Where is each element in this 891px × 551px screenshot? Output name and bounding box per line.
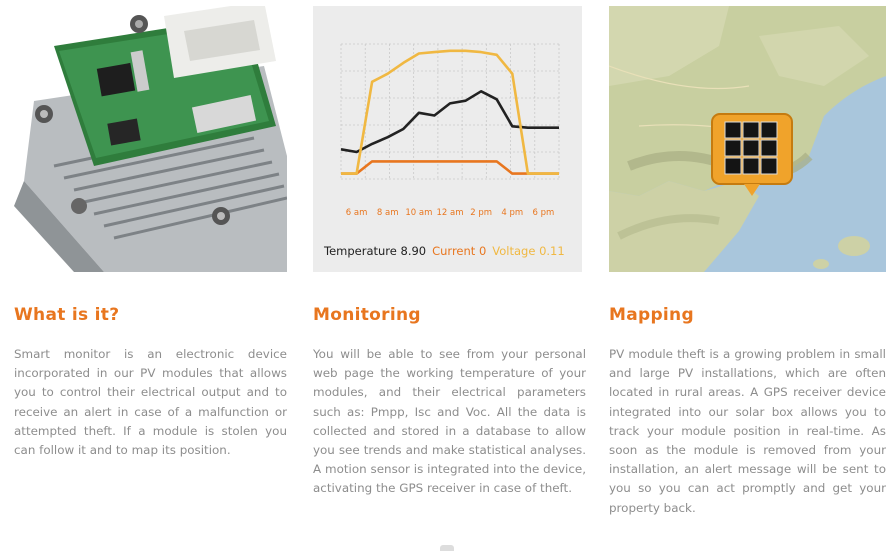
chart-legend: Temperature 8.90 Current 0 Voltage 0.11 xyxy=(324,244,571,258)
paragraph-mapping: PV module theft is a growing problem in … xyxy=(609,347,886,515)
heading-mapping: Mapping xyxy=(609,305,694,325)
monitoring-chart-panel: 6 am 8 am 10 am 12 am 2 pm 4 pm 6 pm Temperatu… xyxy=(313,6,582,272)
x-tick-label: 6 am xyxy=(346,208,368,218)
series-line-current xyxy=(341,160,559,175)
x-tick-label: 12 am xyxy=(436,208,463,218)
paragraph-what-is-it: Smart monitor is an electronic device in… xyxy=(14,347,287,458)
legend-voltage: Voltage 0.11 xyxy=(492,244,565,258)
x-tick-label: 8 am xyxy=(377,208,399,218)
x-tick-label: 10 am xyxy=(405,208,432,218)
x-tick-label: 6 pm xyxy=(533,208,555,218)
device-photo xyxy=(14,6,287,272)
legend-current: Current 0 xyxy=(432,244,487,258)
heading-what-is-it: What is it? xyxy=(14,305,120,325)
heading-monitoring: Monitoring xyxy=(313,305,421,325)
x-tick-label: 2 pm xyxy=(470,208,492,218)
series-line-temperature xyxy=(340,90,559,154)
legend-temperature: Temperature 8.90 xyxy=(324,244,427,258)
map-image xyxy=(609,6,886,272)
x-tick-label: 4 pm xyxy=(501,208,523,218)
bottom-tab-indicator xyxy=(440,545,454,551)
paragraph-monitoring: You will be able to see from your person… xyxy=(313,347,586,496)
series-line-voltage xyxy=(341,49,559,175)
monitoring-line-chart: 6 am 8 am 10 am 12 am 2 pm 4 pm 6 pm xyxy=(340,43,560,218)
solar-panel-marker-icon xyxy=(711,113,793,196)
